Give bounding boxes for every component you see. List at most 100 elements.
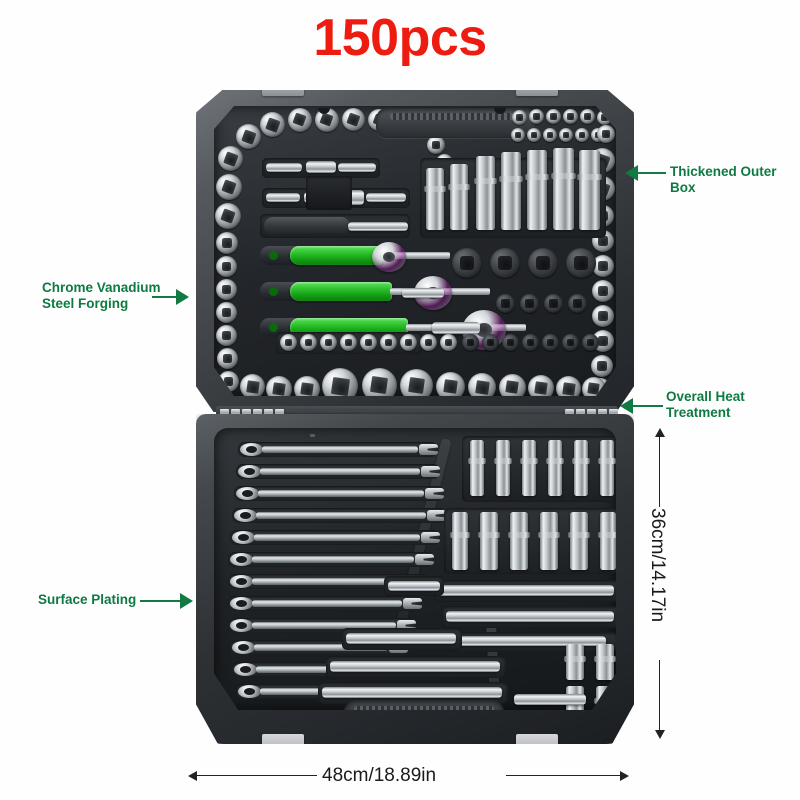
deep-socket [508,512,530,570]
wrench-box-end [234,663,257,676]
wrench-box-end [236,487,259,500]
callout-leader-line [140,600,180,602]
socket [362,368,397,396]
hinge-bit [220,409,229,416]
latch-clip[interactable] [262,90,304,96]
socket [216,232,238,254]
socket [216,174,242,200]
arrow-right-icon [180,593,193,609]
handle-grip-texture [390,113,522,120]
mold-tick [310,434,315,437]
bit-driver [520,440,538,496]
arrow-right-icon [176,289,189,305]
carry-handle-recess[interactable] [376,108,536,138]
impact-socket [452,248,482,278]
lid-foam-tray [214,106,616,396]
extension-bar [388,581,440,591]
breaker-bar [514,694,586,705]
latch-clip[interactable] [516,734,558,744]
socket [380,334,397,351]
ratchet-grip [264,217,350,235]
wrench-shank [256,512,426,519]
socket [266,376,292,396]
extension-bar [322,687,502,698]
combination-wrench [236,487,444,500]
socket [562,334,579,351]
socket [340,334,357,351]
extension-bar [346,633,456,644]
arrow-left-icon [620,398,633,414]
t-handle-bar [446,611,614,622]
socket [597,110,612,125]
hinge-bit [598,409,607,416]
wrench-shank [254,534,420,541]
wrench-shank [252,600,402,607]
socket [400,334,417,351]
bit-driver-slot [462,436,616,502]
dimension-arrow-up-icon [655,428,665,437]
hex-key-bundle [306,176,352,210]
deep-socket [448,164,470,230]
wrench-open-end [425,488,444,499]
wrench-shank [252,556,414,563]
socket [575,128,589,142]
socket [546,109,561,124]
socket [360,334,377,351]
combination-wrench [238,465,440,478]
socket [592,280,614,302]
deep-socket [551,148,576,230]
socket [218,371,239,392]
wrench-open-end [415,554,434,565]
socket [420,334,437,351]
hinge-bit [242,409,251,416]
socket [236,124,261,149]
wrench-box-end [230,597,253,610]
ratchet-shaft [348,222,408,231]
hinge-bit [253,409,262,416]
socket [563,109,578,124]
toolbox-lid [196,90,634,412]
socket [527,128,541,142]
callout-leader-line [633,405,663,407]
bit-driver [468,440,486,496]
t-handle-bar [456,636,606,646]
impact-socket [566,248,596,278]
socket [580,109,595,124]
socket [568,294,587,313]
bit-driver [546,440,564,496]
bit-holder [338,163,376,172]
socket [427,136,445,154]
deep-socket [568,512,590,570]
socket [512,110,527,125]
deep-socket [598,512,616,570]
latch-clip[interactable] [262,734,304,744]
deep-socket [499,152,523,230]
hinge-bit [231,409,240,416]
mold-tick [514,724,519,727]
socket [342,108,365,131]
tray-foam [214,428,616,710]
socket [294,376,320,396]
socket [436,372,465,396]
impact-socket [528,248,558,278]
tray-handle-recess[interactable] [344,700,504,710]
spark-plug-socket [564,644,586,680]
spark-plug-socket [594,644,616,680]
latch-clip[interactable] [516,90,558,96]
bit-holder [266,193,300,202]
deep-socket [525,150,549,230]
bit-driver [494,440,512,496]
wrench-box-end [240,443,263,456]
grip-inlay [269,323,278,332]
socket [300,334,317,351]
screwdriver-green [260,246,520,265]
case-notch [494,108,506,114]
grip-inlay [269,287,278,296]
combination-wrench [230,619,416,632]
wrench-shank [260,468,420,475]
bit-driver [598,440,616,496]
wrench-open-end [421,532,440,543]
combination-wrench [240,443,438,456]
socket [592,255,614,277]
